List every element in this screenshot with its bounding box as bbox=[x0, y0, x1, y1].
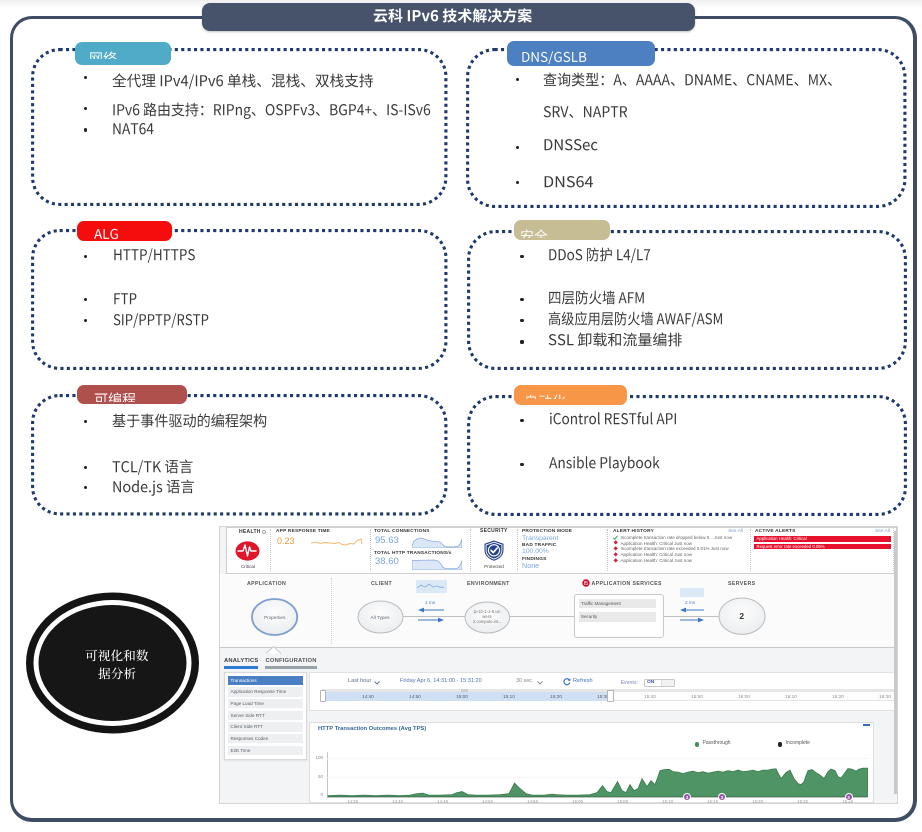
svg-text:f5: f5 bbox=[583, 581, 587, 587]
